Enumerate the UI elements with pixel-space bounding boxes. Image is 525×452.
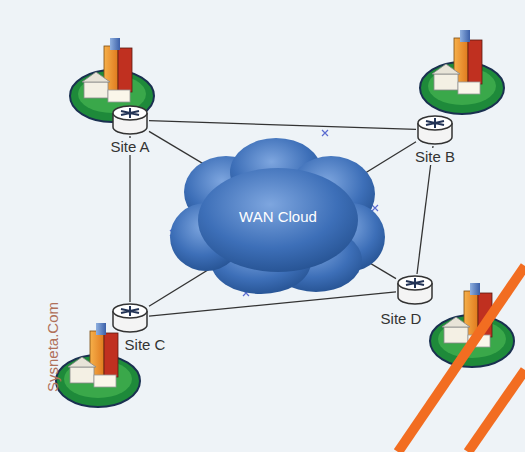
wan-link [149,121,416,130]
site-label: Site B [413,148,457,165]
cloud-label: WAN Cloud [239,208,317,225]
wan-link [417,146,433,274]
marker-cross [170,130,378,296]
router-icon [396,274,434,306]
wan-link [149,292,396,316]
site-label: Site A [108,138,151,155]
wan-cloud: WAN Cloud [166,132,390,300]
site-router: Site B [416,114,454,146]
watermark-text: Sysneta.Com [44,302,61,392]
router-icon [111,302,149,334]
router-icon [111,104,149,136]
watermark-logo [398,266,525,452]
site-router: Site C [111,302,149,334]
site-building [70,38,154,122]
site-label: Site C [123,336,168,353]
site-router: Site A [111,104,149,136]
site-router: Site D [396,274,434,306]
wan-link [129,136,130,302]
site-label: Site D [379,310,424,327]
router-icon [416,114,454,146]
